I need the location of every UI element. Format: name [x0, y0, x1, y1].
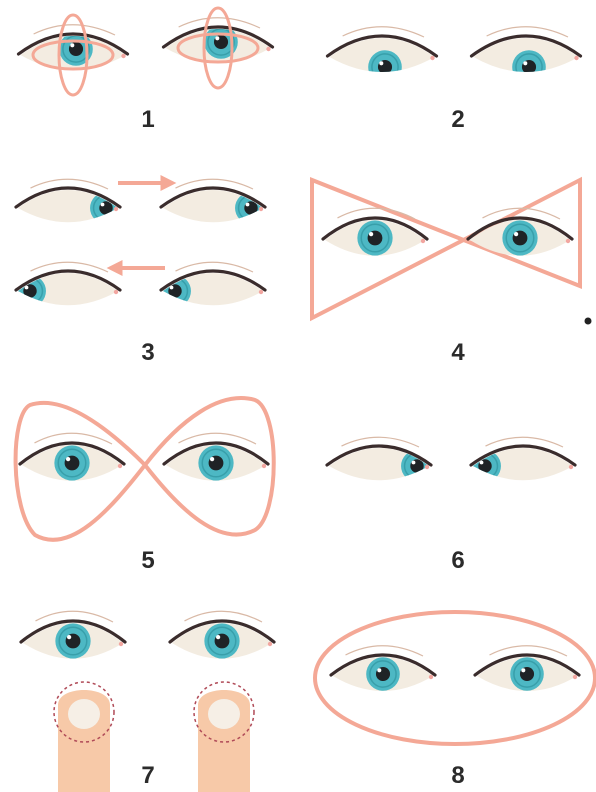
eye-icon — [19, 25, 128, 70]
panel-1: 1 — [19, 8, 273, 133]
panel-number-1: 1 — [141, 106, 154, 133]
panel-2: 2 — [328, 27, 581, 133]
fingertip-right-icon — [194, 682, 254, 792]
panel-number-2: 2 — [451, 106, 464, 133]
eye-icon — [16, 179, 122, 224]
panel-number-5: 5 — [141, 547, 154, 574]
panel-6: 6 — [327, 437, 575, 574]
eye-icon — [472, 27, 581, 84]
eye-icon — [159, 262, 265, 307]
panel-number-6: 6 — [451, 547, 464, 574]
fingertip-left-icon — [54, 682, 114, 792]
eye-icon — [327, 437, 433, 482]
panel-number-7: 7 — [141, 762, 154, 789]
eye-pair — [331, 646, 579, 691]
panel-5: 5 — [16, 398, 274, 574]
eye-icon — [170, 611, 274, 659]
eye-pairs — [14, 179, 267, 307]
eye-pair — [20, 433, 268, 481]
eye-icon — [161, 179, 267, 224]
panel-number-4: 4 — [451, 339, 465, 366]
panel-number-8: 8 — [451, 762, 464, 789]
eye-icon — [323, 208, 427, 256]
eye-pair — [328, 27, 581, 84]
eye-icon — [164, 18, 273, 63]
panel-3: 3 — [14, 179, 267, 366]
eye-pair — [327, 437, 575, 482]
eye-icon — [331, 646, 435, 691]
eye-icon — [21, 611, 125, 659]
eye-icon — [469, 437, 575, 482]
panel-7: 7 — [21, 611, 274, 792]
eye-pair — [21, 611, 274, 659]
eye-icon — [14, 262, 120, 307]
eye-icon — [475, 646, 579, 691]
panel-4: 4 — [312, 180, 592, 366]
panel-8: 8 — [315, 612, 595, 789]
start-dot-icon — [585, 318, 592, 325]
panel-number-3: 3 — [141, 339, 154, 366]
eye-icon — [164, 433, 268, 481]
eye-icon — [328, 27, 437, 84]
eye-icon — [20, 433, 124, 481]
